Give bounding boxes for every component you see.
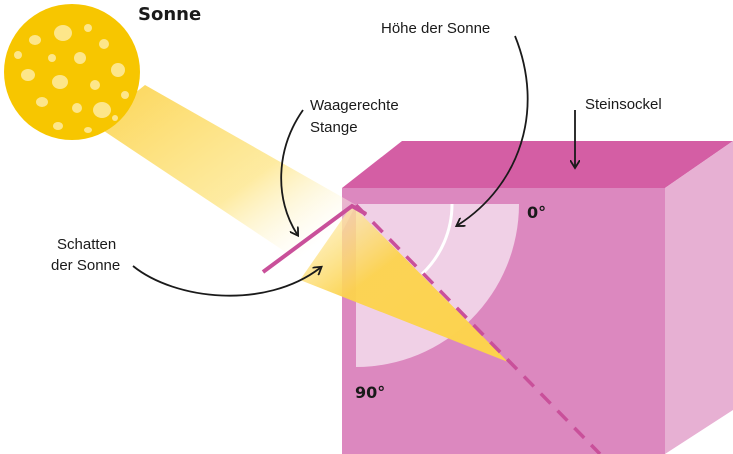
sun-height-arrow (458, 35, 529, 225)
angle-zero-label: 0° (527, 203, 546, 222)
shadow-label-line2: der Sonne (51, 257, 120, 274)
sun (4, 4, 140, 140)
shadow-wedge (300, 205, 508, 362)
block-top-face (342, 141, 733, 188)
shadow-label-line1: Schatten (57, 236, 116, 253)
height-arc (420, 203, 454, 276)
sun-spots (14, 24, 129, 133)
angle-ninety-label: 90° (355, 383, 385, 402)
dashed-shadow-line (354, 203, 602, 454)
stone-base-label: Steinsockel (585, 96, 662, 113)
horizontal-bar-label-line1: Waagerechte (310, 97, 399, 114)
horizontal-rod (261, 203, 367, 274)
horizontal-bar-label-line2: Stange (310, 119, 358, 136)
sun-label: Sonne (138, 4, 201, 25)
shadow-arrow (132, 265, 320, 297)
sun-height-label: Höhe der Sonne (381, 20, 490, 37)
horizontal-bar-arrow (280, 109, 304, 234)
block-side-face (665, 141, 733, 454)
